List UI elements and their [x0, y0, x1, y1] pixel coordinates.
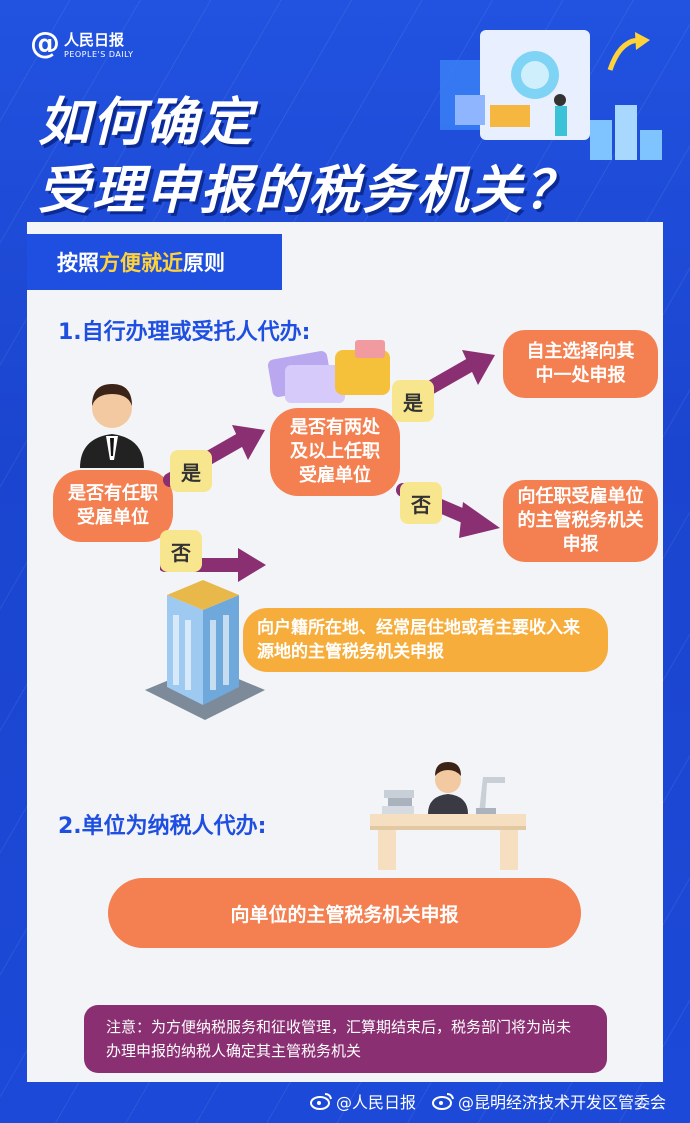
footer-author-a: @人民日报 [336, 1093, 417, 1112]
section1-heading: 1.自行办理或受托人代办: [58, 320, 311, 345]
note-box: 注意：为方便纳税服务和征收管理，汇算期结束后，税务部门将为尚未办理申报的纳税人确… [84, 1005, 607, 1073]
yes-label-1: 是 [170, 450, 212, 492]
weibo-icon [310, 1093, 332, 1110]
footer-weibo-b: @昆明经济技术开发区管委会 [432, 1089, 666, 1113]
result-multi: 自主选择向其中一处申报 [503, 330, 658, 398]
desk-worker-icon [370, 762, 526, 870]
q1-box: 是否有任职受雇单位 [53, 470, 173, 542]
weibo-icon [432, 1093, 454, 1110]
hero-illustration-icon [440, 30, 662, 160]
section2-result: 向单位的主管税务机关申报 [108, 878, 581, 948]
footer-weibo-a: @人民日报 [310, 1089, 416, 1113]
banner-prefix: 按照 [57, 251, 99, 275]
logo: @ 人民日报 PEOPLE'S DAILY [30, 26, 133, 61]
person-icon [80, 384, 144, 468]
wallet-icon [267, 340, 390, 403]
principle-banner: 按照方便就近原则 [27, 234, 282, 290]
banner-highlight: 方便就近 [99, 251, 183, 275]
no-label-2: 否 [400, 482, 442, 524]
banner-suffix: 原则 [183, 251, 225, 275]
result-none: 向户籍所在地、经常居住地或者主要收入来源地的主管税务机关申报 [243, 608, 608, 672]
section2-heading: 2.单位为纳税人代办: [58, 814, 267, 839]
logo-en: PEOPLE'S DAILY [64, 49, 134, 59]
title-line-2: 受理申报的税务机关？ [38, 161, 579, 221]
q2-box: 是否有两处及以上任职受雇单位 [270, 408, 400, 496]
title-line-1: 如何确定 [38, 93, 255, 153]
footer-author-b: @昆明经济技术开发区管委会 [458, 1093, 667, 1112]
no-label-1: 否 [160, 530, 202, 572]
logo-at-icon: @ [30, 26, 60, 61]
footer: @人民日报 @昆明经济技术开发区管委会 [310, 1089, 666, 1113]
building-icon [145, 580, 265, 720]
result-single: 向任职受雇单位的主管税务机关申报 [503, 480, 658, 562]
logo-name: 人民日报 [64, 30, 125, 49]
yes-label-2: 是 [392, 380, 434, 422]
